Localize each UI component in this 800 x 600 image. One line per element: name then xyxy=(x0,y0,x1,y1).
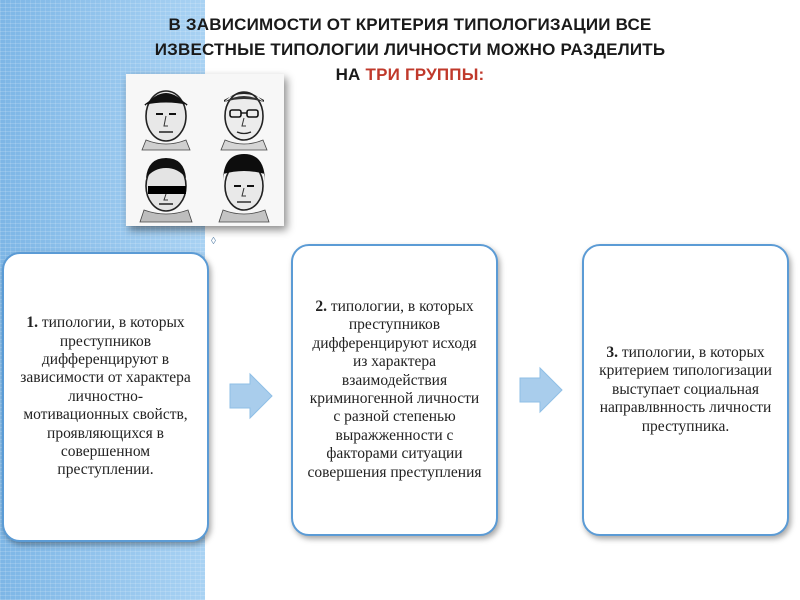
right-arrow-icon xyxy=(519,366,563,414)
typology-card-1-text: 1. типологии, в которых преступников диф… xyxy=(18,314,193,480)
typology-card-2-body: типологии, в которых преступников диффер… xyxy=(307,297,482,481)
title-line-1: В ЗАВИСИМОСТИ ОТ КРИТЕРИЯ ТИПОЛОГИЗАЦИИ … xyxy=(168,15,652,34)
portraits-svg xyxy=(139,90,270,223)
decorative-glyph: ◊ xyxy=(211,236,216,247)
typology-card-1-number: 1. xyxy=(26,314,38,332)
sketch-face-3 xyxy=(139,158,193,223)
title-line-2: ИЗВЕСТНЫЕ ТИПОЛОГИИ ЛИЧНОСТИ МОЖНО РАЗДЕ… xyxy=(154,40,666,59)
typology-card-2-text: 2. типологии, в которых преступников диф… xyxy=(307,298,482,482)
typology-card-1-body: типологии, в которых преступников диффер… xyxy=(20,314,191,479)
title-line-3: НА ТРИ ГРУППЫ: xyxy=(60,62,760,87)
criminal-sketches-image xyxy=(126,74,284,226)
sketch-face-4 xyxy=(218,154,270,223)
typology-card-3-text: 3. типологии, в которых критерием типоло… xyxy=(598,344,773,436)
typology-card-2: 2. типологии, в которых преступников диф… xyxy=(291,244,498,536)
typology-card-1: 1. типологии, в которых преступников диф… xyxy=(2,252,209,542)
typology-card-3-body: типологии, в которых критерием типологиз… xyxy=(599,343,772,435)
typology-card-3-number: 3. xyxy=(606,343,618,361)
sketch-face-1 xyxy=(141,90,191,151)
right-arrow-icon xyxy=(229,372,273,420)
slide-title: В ЗАВИСИМОСТИ ОТ КРИТЕРИЯ ТИПОЛОГИЗАЦИИ … xyxy=(60,12,760,87)
typology-card-3: 3. типологии, в которых критерием типоло… xyxy=(582,244,789,536)
title-line-3-prefix: НА xyxy=(335,65,361,84)
title-highlight: ТРИ ГРУППЫ: xyxy=(365,65,485,84)
sketch-face-2 xyxy=(220,91,268,151)
typology-card-2-number: 2. xyxy=(315,297,327,315)
